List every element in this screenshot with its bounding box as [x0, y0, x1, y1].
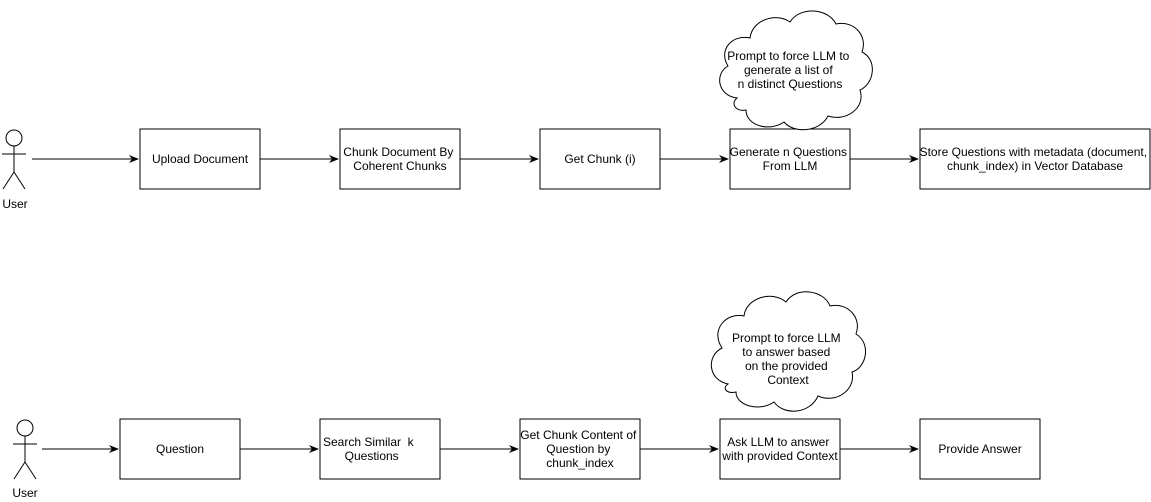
cloud-label-line: n distinct Questions	[738, 77, 843, 91]
actor-user-bottom	[13, 419, 37, 480]
svg-text:Get Chunk (i): Get Chunk (i)	[564, 152, 635, 166]
svg-text:Generate n Questions Fro: Generate n Questions From LLM	[730, 145, 851, 173]
node-label-line: Ask LLM to answer	[727, 435, 829, 449]
cloud-label-line: generate a list of	[744, 63, 833, 77]
node-label-line: Upload Document	[152, 152, 249, 166]
node-label-line: chunk_index	[546, 456, 613, 470]
cloud-note-bottom: Prompt to force LLM to answer based on t…	[711, 291, 866, 412]
actor-label-top: User	[2, 197, 27, 211]
svg-text:Chunk Document By Cohere: Chunk Document By Coherent Chunks	[343, 145, 456, 173]
svg-text:Search Similar k Questi: Search Similar k Questions	[323, 435, 437, 463]
node-label-line: Get Chunk (i)	[564, 152, 635, 166]
node-label-line: chunk_index) in Vector Database	[947, 159, 1123, 173]
actor-right-leg	[13, 171, 26, 190]
actor-left-leg	[2, 171, 15, 190]
svg-text:Prompt to force LLM to a: Prompt to force LLM to answer based on t…	[732, 331, 844, 387]
svg-text:Prompt to force LLM to g: Prompt to force LLM to generate a list o…	[727, 49, 852, 91]
node-label-line: Search Similar k	[323, 435, 415, 449]
actor-label-bottom: User	[12, 486, 37, 500]
node-label-line: Store Questions with metadata (document,	[920, 145, 1147, 159]
node-chunk-document: Chunk Document By Coherent Chunks	[339, 128, 461, 190]
node-label-line: Get Chunk Content of	[520, 428, 637, 442]
svg-text:Question: Question	[156, 442, 204, 456]
node-ask-llm: Ask LLM to answer with provided Context	[719, 418, 841, 480]
svg-text:Store Questions with metadata: Store Questions with metadata (document,…	[920, 145, 1151, 173]
actor-head	[5, 129, 23, 147]
node-label-line: Coherent Chunks	[353, 159, 446, 173]
node-label-line: Chunk Document By	[343, 145, 453, 159]
svg-text:Upload Document: Upload Document	[152, 152, 249, 166]
node-label-line: Questions	[345, 449, 399, 463]
node-label-line: From LLM	[763, 159, 818, 173]
svg-text:Get Chunk Content of Que: Get Chunk Content of Question by chunk_i…	[520, 428, 639, 470]
node-get-chunk: Get Chunk (i)	[539, 128, 661, 190]
actor-right-leg	[24, 461, 37, 480]
cloud-label-line: Prompt to force LLM	[732, 331, 841, 345]
cloud-note-top: Prompt to force LLM to generate a list o…	[719, 10, 873, 131]
node-generate-questions: Generate n Questions From LLM	[729, 128, 851, 190]
cloud-label-line: Prompt to force LLM to	[727, 49, 849, 63]
actor-head	[16, 419, 34, 437]
svg-text:Ask LLM to answer with p: Ask LLM to answer with provided Context	[721, 435, 838, 463]
node-search-similar: Search Similar k Questions	[319, 418, 441, 480]
node-provide-answer: Provide Answer	[919, 418, 1041, 480]
node-upload-document: Upload Document	[139, 128, 261, 190]
node-label-line: with provided Context	[721, 449, 838, 463]
node-get-chunk-content: Get Chunk Content of Question by chunk_i…	[519, 418, 641, 480]
svg-text:Provide Answer: Provide Answer	[938, 442, 1021, 456]
node-label-line: Generate n Questions	[730, 145, 847, 159]
node-label-line: Question by	[546, 442, 610, 456]
node-store-questions: Store Questions with metadata (document,…	[919, 128, 1151, 190]
actor-left-leg	[13, 461, 26, 480]
node-label-line: Question	[156, 442, 204, 456]
cloud-label-line: on the provided	[745, 359, 828, 373]
cloud-label-line: Context	[767, 373, 809, 387]
actor-user-top	[2, 129, 26, 190]
node-question: Question	[119, 418, 241, 480]
node-label-line: Provide Answer	[938, 442, 1021, 456]
cloud-label-line: to answer based	[742, 345, 830, 359]
